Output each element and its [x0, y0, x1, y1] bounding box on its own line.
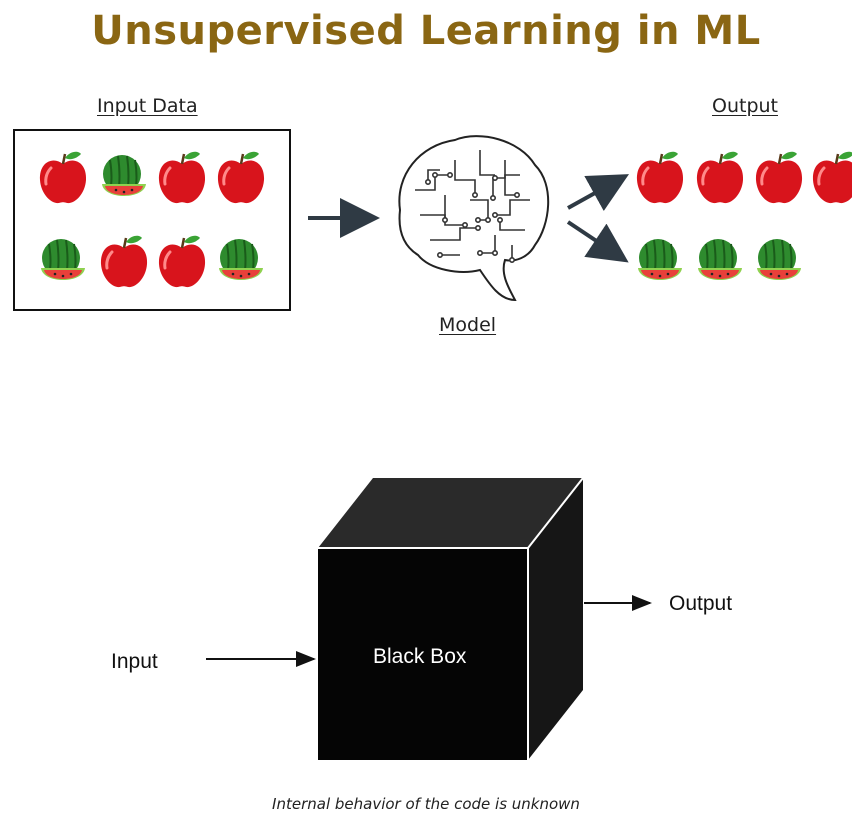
watermelon-icon: [637, 238, 683, 281]
model-to-melons-arrow: [566, 220, 629, 263]
brain-icon: [398, 135, 550, 302]
apple-icon: [99, 234, 149, 289]
input-data-box: [13, 129, 291, 311]
blackbox-input-label: Input: [111, 650, 158, 673]
watermelon-icon: [697, 238, 743, 281]
model-label: Model: [439, 314, 497, 336]
page-title: Unsupervised Learning in ML: [91, 8, 761, 54]
watermelon-icon: [756, 238, 802, 281]
apple-icon: [216, 150, 266, 205]
input-data-label: Input Data: [97, 95, 198, 117]
watermelon-icon: [101, 154, 147, 197]
blackbox-output-label: Output: [669, 592, 733, 615]
apple-icon: [157, 234, 207, 289]
apple-icon: [811, 150, 852, 205]
apple-icon: [635, 150, 685, 205]
output-label: Output: [712, 95, 778, 117]
apple-icon: [157, 150, 207, 205]
apple-icon: [754, 150, 804, 205]
apple-icon: [695, 150, 745, 205]
watermelon-icon: [218, 238, 264, 281]
apple-icon: [38, 150, 88, 205]
watermelon-icon: [40, 238, 86, 281]
black-box-cube: [318, 477, 584, 760]
black-box-label: Black Box: [373, 645, 467, 668]
model-to-apples-arrow: [567, 174, 629, 212]
blackbox-caption: Internal behavior of the code is unknown: [272, 795, 580, 813]
